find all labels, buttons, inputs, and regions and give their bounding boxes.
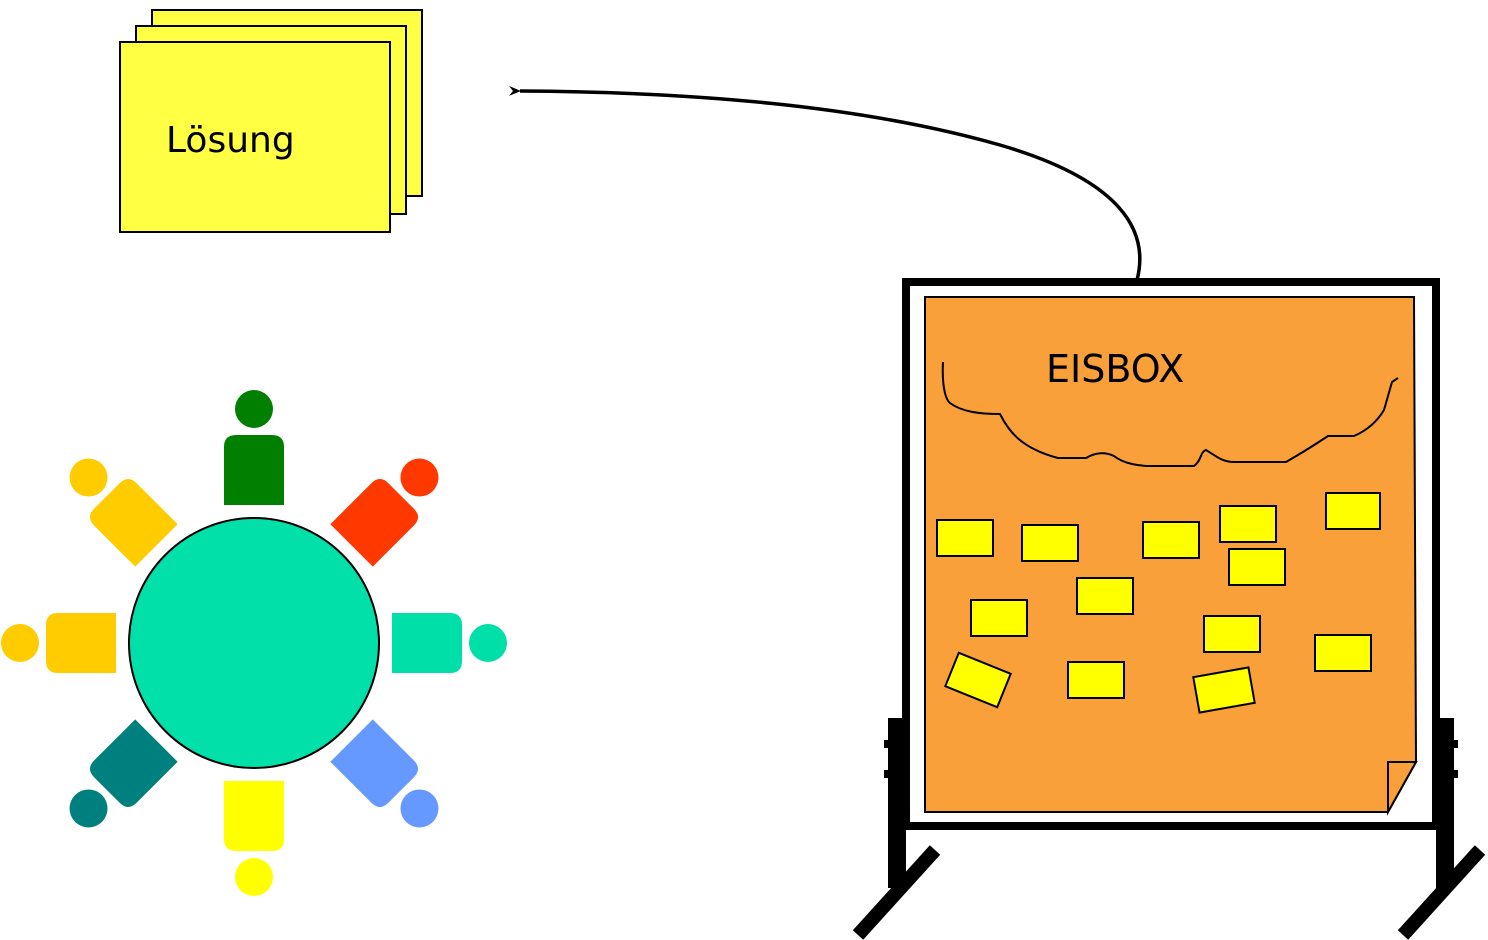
sticky-note <box>1192 666 1256 714</box>
board-clamp-right-top <box>1432 740 1458 748</box>
person-bottom-left <box>69 719 178 828</box>
board-clamp-right-bottom <box>1432 770 1458 778</box>
round-table <box>128 517 380 769</box>
board-clamp-left-bottom <box>884 770 910 778</box>
sticky-note <box>1325 492 1381 530</box>
sticky-note <box>970 599 1028 637</box>
person-body <box>330 719 419 808</box>
person-head <box>400 458 439 497</box>
solution-card-front <box>119 41 391 233</box>
sticky-note <box>1314 634 1372 672</box>
sticky-note <box>1076 577 1134 615</box>
sticky-note <box>1219 505 1277 543</box>
result-arrow <box>508 85 1142 281</box>
person-top-left <box>69 458 178 567</box>
board-paper-dogear <box>1387 761 1418 816</box>
person-body <box>224 435 284 505</box>
sticky-note <box>1203 615 1261 653</box>
person-body <box>224 781 284 851</box>
person-body <box>89 719 178 808</box>
person-head <box>469 624 507 662</box>
sticky-note <box>1067 661 1125 699</box>
sticky-note <box>1228 548 1286 586</box>
person-head <box>235 390 273 428</box>
eisbox-brace <box>941 361 1399 467</box>
person-top <box>224 390 284 505</box>
person-body <box>392 613 462 673</box>
people-group <box>1 390 507 896</box>
sticky-note <box>936 519 994 557</box>
person-right <box>392 613 507 673</box>
pinboard: EISBOX <box>852 278 1486 940</box>
person-body <box>89 478 178 567</box>
sticky-note <box>1142 521 1200 559</box>
board-foot-right <box>1397 845 1486 940</box>
person-head <box>69 789 108 828</box>
board-leg-right <box>1436 718 1454 888</box>
person-head <box>400 789 439 828</box>
board-leg-left <box>888 718 906 888</box>
person-body <box>330 478 419 567</box>
board-clamp-left-top <box>884 740 910 748</box>
solution-label: Lösung <box>166 120 295 161</box>
person-head <box>69 458 108 497</box>
board-foot-left <box>852 845 941 940</box>
sticky-notes <box>936 492 1381 714</box>
sticky-note <box>1021 524 1079 562</box>
person-head <box>235 858 273 896</box>
sticky-note <box>943 651 1013 709</box>
person-top-right <box>330 458 439 567</box>
solution-card-stack: Lösung <box>119 9 423 233</box>
person-bottom-right <box>330 719 439 828</box>
board-title: EISBOX <box>1046 347 1184 391</box>
person-head <box>1 624 39 662</box>
person-left <box>1 613 116 673</box>
person-body <box>46 613 116 673</box>
person-bottom <box>224 781 284 896</box>
